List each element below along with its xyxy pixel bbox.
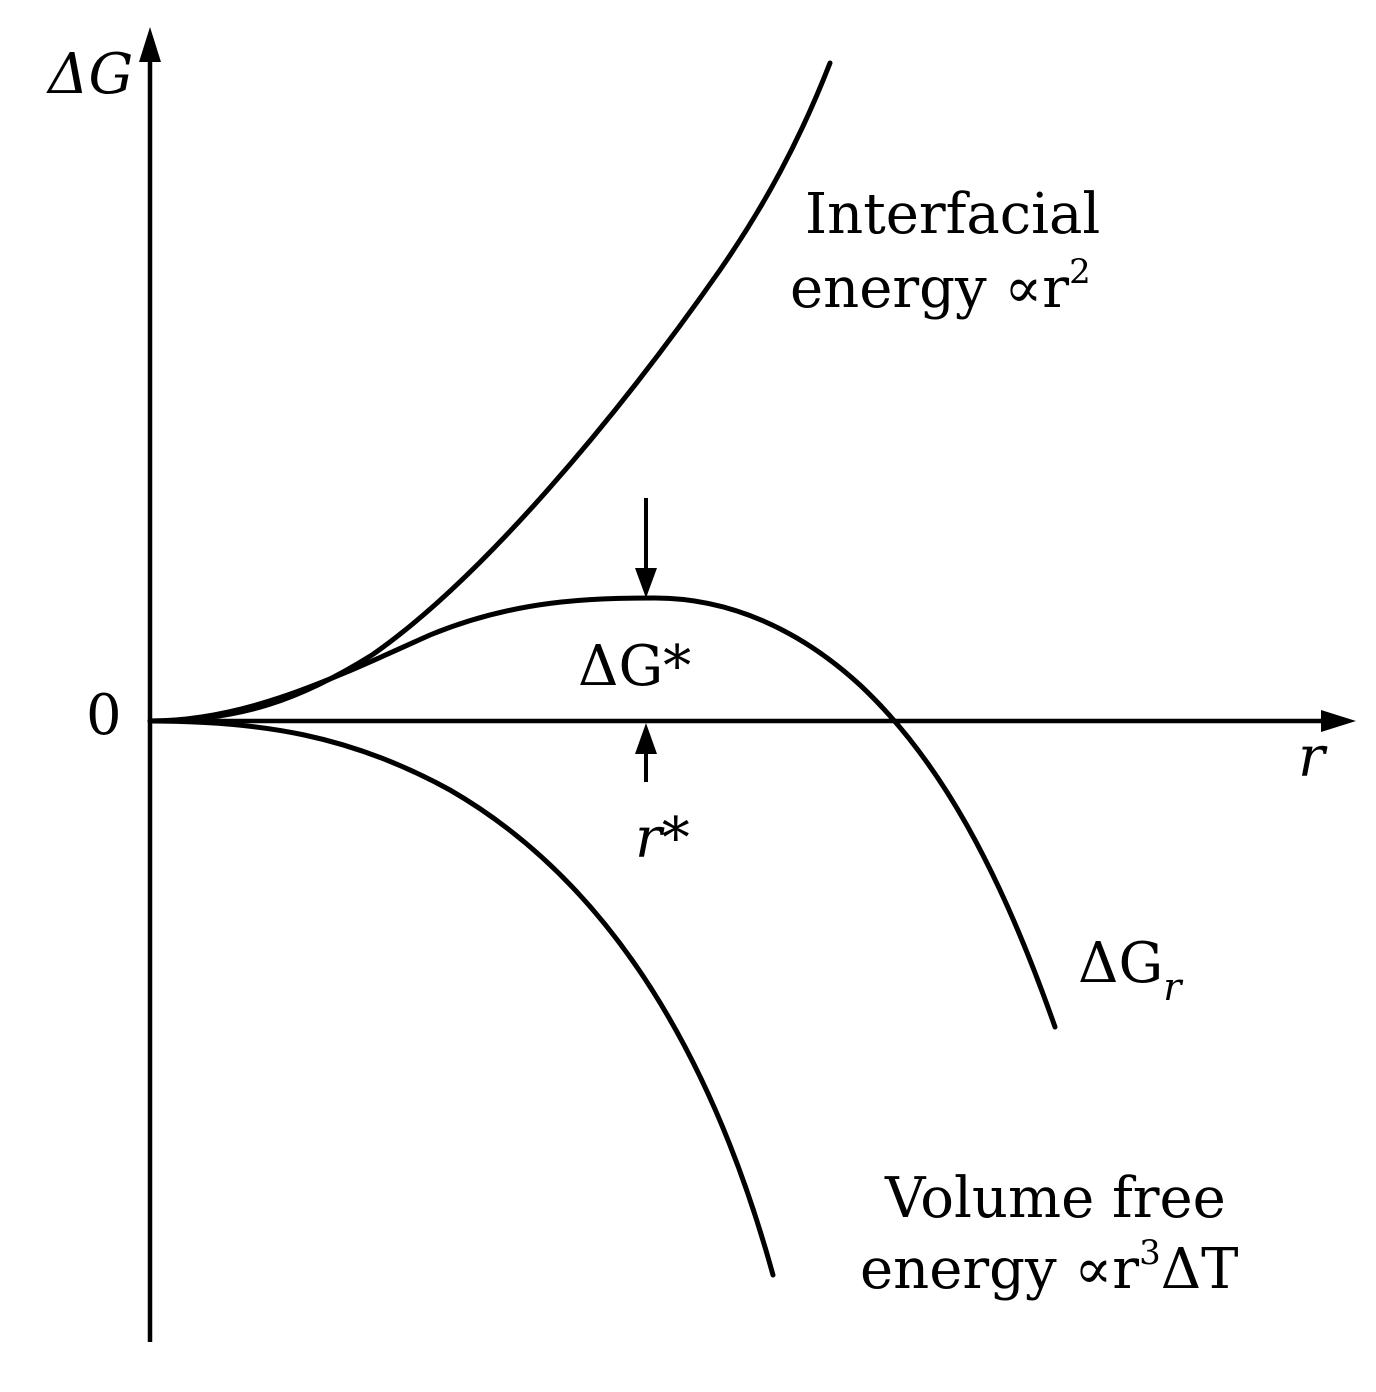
volume-free-energy-label-text: energy ∝r: [860, 1237, 1139, 1302]
y-axis-label: ΔG: [46, 42, 133, 107]
x-axis-label: r: [1298, 725, 1328, 790]
total-free-energy-label-base: ΔG: [1078, 931, 1163, 996]
interfacial-energy-label-line-2: energy ∝r2: [790, 252, 1091, 321]
origin-label: 0: [86, 683, 122, 748]
volume-free-energy-curve: [147, 718, 776, 1278]
volume-free-energy-label-line-2: energy ∝r3ΔT: [860, 1233, 1239, 1302]
critical-radius-marker-arrow: [635, 723, 657, 754]
x-axis-arrow-head: [1321, 710, 1356, 732]
total-free-energy-label-subscript: r: [1163, 965, 1184, 1009]
critical-point-markers: [635, 498, 657, 782]
total-free-energy-curve: [147, 595, 1058, 1030]
critical-energy-marker-arrow: [635, 568, 657, 598]
interfacial-energy-label-text: energy ∝r: [790, 256, 1069, 321]
volume-free-energy-label-line-1: Volume free: [884, 1166, 1226, 1231]
critical-radius-label: r*: [635, 806, 690, 871]
total-free-energy-label: ΔGr: [1078, 931, 1184, 1009]
interfacial-energy-label-exponent: 2: [1069, 252, 1091, 292]
volume-free-energy-label-suffix: ΔT: [1161, 1237, 1239, 1302]
y-axis-arrow-head: [139, 27, 161, 62]
critical-energy-label: ΔG*: [578, 634, 691, 699]
text-labels: ΔG 0 r Interfacial energy ∝r2 ΔG* r* ΔGr…: [46, 42, 1328, 1302]
axes: [139, 27, 1356, 1342]
volume-free-energy-label-exponent: 3: [1139, 1233, 1161, 1273]
interfacial-energy-label-line-1: Interfacial: [805, 182, 1100, 247]
interfacial-energy-curve: [147, 60, 833, 724]
data-curves: [147, 60, 1058, 1278]
